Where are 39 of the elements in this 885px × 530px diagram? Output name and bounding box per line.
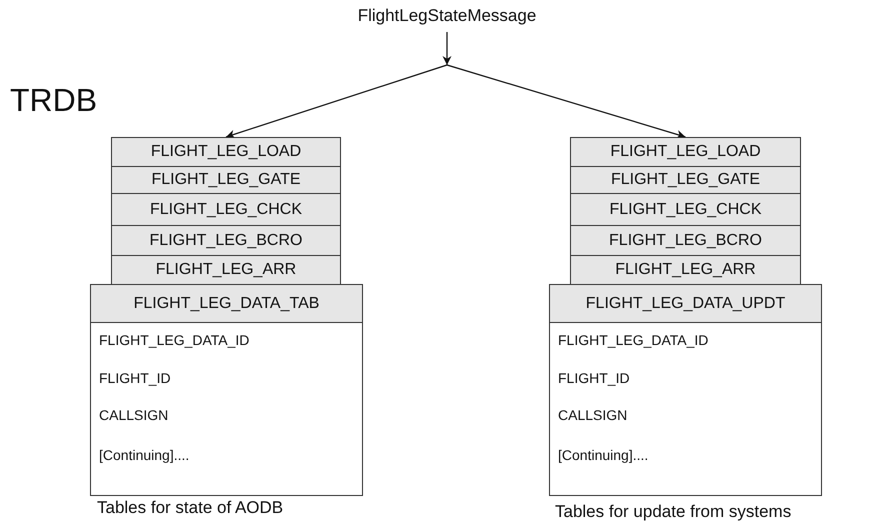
column-name: FLIGHT_LEG_DATA_ID [558,332,708,348]
table-box [570,255,801,285]
caption: Tables for state of AODB [97,498,284,518]
table-box [111,166,341,194]
table-name: FLIGHT_LEG_CHCK [150,200,302,218]
column-name: CALLSIGN [99,407,168,423]
table-box [570,166,801,194]
column-name: FLIGHT_ID [558,370,630,386]
arrow [226,64,448,138]
table-box [90,284,363,496]
arrow [446,64,686,139]
table-name: FLIGHT_LEG_GATE [610,171,760,189]
table-name: FLIGHT_LEG_ARR [615,261,756,279]
message-name: FlightLegStateMessage [358,6,536,25]
table-box [111,137,341,167]
column-name: FLIGHT_ID [99,370,171,386]
table-name: FLIGHT_LEG_LOAD [150,143,302,161]
table-box [549,284,822,496]
caption: Tables for update from systems [555,502,792,522]
column-name: [Continuing].... [558,447,648,463]
table-box [111,193,341,226]
table-header: FLIGHT_LEG_DATA_TAB [91,285,362,323]
table-name: FLIGHT_LEG_ARR [156,261,296,279]
table-box [570,225,801,256]
column-name: FLIGHT_LEG_DATA_ID [99,332,250,348]
table-name: FLIGHT_LEG_BCRO [609,232,762,250]
table-box [570,193,801,226]
table-box [111,225,341,256]
table-name: FLIGHT_LEG_CHCK [609,200,762,218]
table-box [111,255,341,285]
table-name: FLIGHT_LEG_LOAD [610,143,761,161]
title-label: TRDB [10,82,98,119]
arrow [442,32,452,65]
table-name: FLIGHT_LEG_BCRO [150,232,302,250]
column-name: CALLSIGN [558,407,628,423]
column-name: [Continuing].... [99,447,190,463]
table-name: FLIGHT_LEG_GATE [151,171,301,189]
table-box [570,137,801,167]
table-header: FLIGHT_LEG_DATA_UPDT [550,285,821,323]
